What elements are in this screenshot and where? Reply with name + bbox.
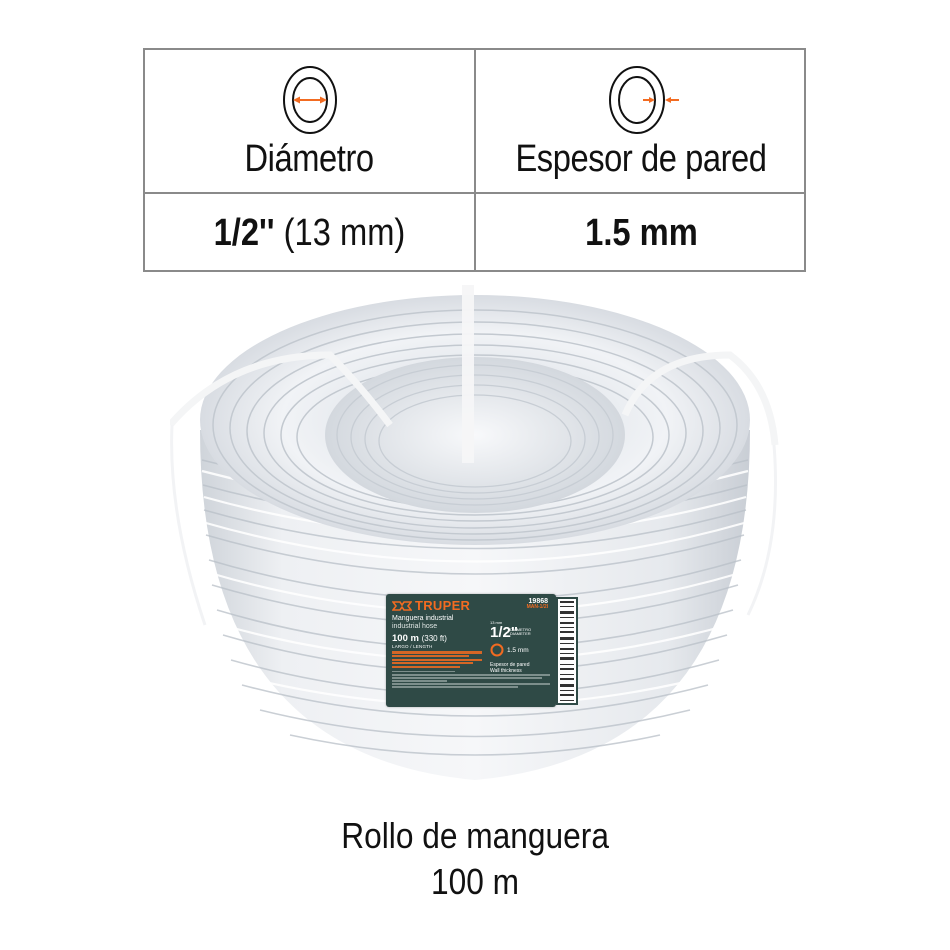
sku: 19868 MAN-1/2I	[527, 598, 548, 611]
wall-thickness-header: Espesor de pared	[515, 138, 767, 180]
product-name-es: Manguera industrial	[392, 615, 454, 622]
spec-table: Diámetro Espesor de pared 1/2'' (13 mm) …	[143, 48, 806, 272]
length-value: 100 m	[392, 633, 419, 645]
barcode	[556, 597, 578, 705]
wall-thickness-value-cell: 1.5 mm	[476, 194, 806, 272]
wall-thickness-header-cell: Espesor de pared	[476, 50, 806, 194]
fine-print	[392, 670, 550, 688]
diameter-value-mm: (13 mm)	[283, 211, 406, 254]
caption-line-2: 100 m	[0, 858, 950, 906]
wall-thickness-value-mm: 1.5 mm	[584, 211, 698, 254]
diameter-caption-en: DIAMETER	[510, 631, 531, 637]
label-diameter: 1/2"	[490, 624, 518, 641]
diameter-value-inch: 1/2''	[213, 211, 275, 254]
diameter-header: Diámetro	[244, 138, 375, 180]
length-label: LARGO / LENGTH	[392, 644, 433, 650]
ring-icon	[490, 643, 504, 657]
label-diameter-mm: 13 mm	[490, 620, 503, 625]
caption-length: 100 m	[430, 861, 520, 902]
diameter-header-cell: Diámetro	[145, 50, 476, 194]
wall-caption-en: Wall thickness	[490, 667, 522, 674]
product-name-en: industrial hose	[392, 622, 438, 630]
usage-notes	[392, 651, 482, 668]
caption-title: Rollo de manguera	[341, 815, 609, 856]
caption-line-1: Rollo de manguera	[0, 812, 950, 860]
hose-coil-image	[170, 285, 779, 780]
sku-code: MAN-1/2I	[526, 604, 548, 611]
sku-number: 19868	[528, 598, 548, 605]
spec-block: 13 mm 1/2" DIÁMETRO DIAMETER 1.5 mm Espe…	[490, 620, 552, 675]
truper-logo-icon	[392, 600, 412, 611]
wall-thickness-value: 1.5 mm	[585, 212, 698, 255]
diameter-value: 1/2'' (13 mm)	[214, 212, 406, 255]
tube-diameter-icon	[282, 66, 337, 134]
wall-caption-es: Espesor de pared	[490, 662, 530, 668]
label-wall-caption: Espesor de pared Wall thickness	[490, 662, 552, 675]
tube-wall-thickness-icon	[609, 66, 679, 134]
diameter-value-cell: 1/2'' (13 mm)	[145, 194, 476, 272]
label-diameter-caption: DIÁMETRO DIAMETER	[510, 627, 532, 637]
diameter-caption-es: DIÁMETRO	[510, 627, 532, 632]
length: 100 m (330 ft)	[392, 633, 550, 644]
label-wall-value: 1.5 mm	[507, 646, 529, 654]
brand-logo: TRUPER	[392, 598, 550, 613]
length-alt: (330 ft)	[421, 634, 447, 644]
brand-name: TRUPER	[415, 598, 471, 613]
product-label: TRUPER 19868 MAN-1/2I Manguera industria…	[386, 594, 556, 707]
label-wall: 1.5 mm	[490, 643, 552, 657]
